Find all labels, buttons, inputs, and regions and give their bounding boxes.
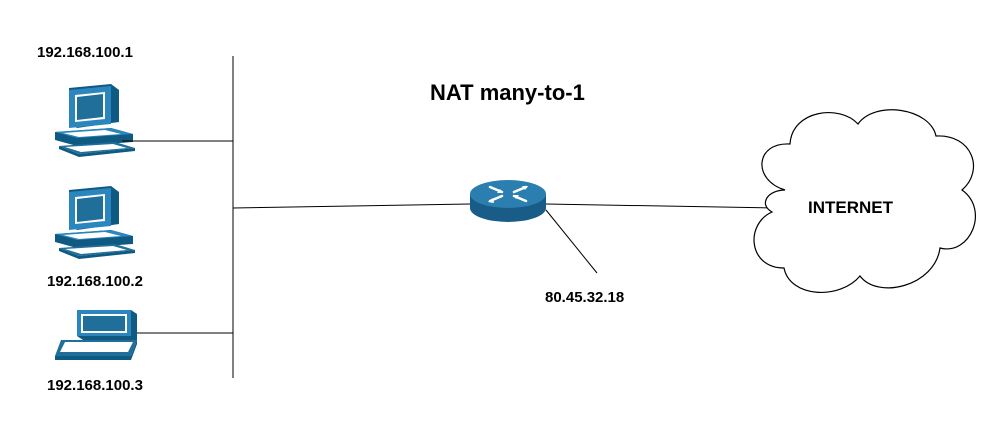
router-to-internet-link — [545, 203, 775, 209]
host-2: 192.168.100.2 — [47, 186, 143, 290]
router-icon — [470, 180, 546, 222]
cloud-icon: INTERNET — [753, 109, 976, 294]
host-1: 192.168.100.1 — [37, 44, 233, 157]
public-ip-leader — [545, 209, 598, 274]
host-3: 192.168.100.3 — [47, 310, 233, 394]
router-public-ip-label: 80.45.32.18 — [545, 289, 624, 306]
laptop-icon — [55, 310, 137, 360]
diagram-title: NAT many-to-1 — [430, 80, 585, 105]
lan-to-router-link — [232, 203, 471, 209]
desktop-computer-icon — [55, 186, 135, 259]
host-3-ip-label: 192.168.100.3 — [47, 377, 143, 394]
desktop-computer-icon — [55, 84, 135, 157]
host-1-ip-label: 192.168.100.1 — [37, 44, 133, 61]
cloud-label: INTERNET — [808, 198, 894, 217]
host-2-ip-label: 192.168.100.2 — [47, 273, 143, 290]
